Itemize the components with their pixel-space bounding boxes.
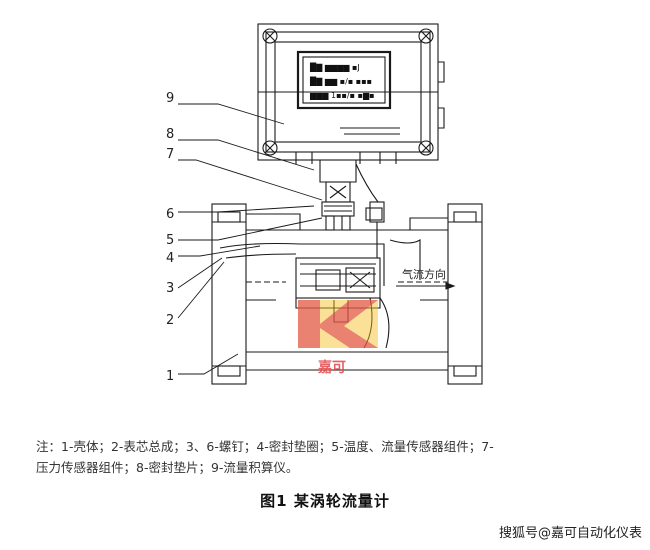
shell-body: [211, 203, 483, 385]
legend-note-line-1: 注：1-壳体；2-表芯总成；3、6-螺钉；4-密封垫圈；5-温度、流量传感器组件…: [36, 439, 494, 454]
callout-5: 5: [166, 233, 174, 248]
callout-3: 3: [166, 281, 174, 296]
legend-note: 注：1-壳体；2-表芯总成；3、6-螺钉；4-密封垫圈；5-温度、流量传感器组件…: [36, 436, 626, 478]
figure-caption: 图1 某涡轮流量计: [260, 492, 390, 510]
flow-totalizer-housing: [257, 23, 445, 164]
legend-note-line-2: 压力传感器组件；8-密封垫片；9-流量积算仪。: [36, 460, 299, 475]
callout-7: 7: [166, 147, 174, 162]
screw-pair: [325, 207, 383, 231]
lcd-row-1: █▇ ▆▆▆▆ ▪J: [309, 62, 360, 72]
callout-6: 6: [166, 207, 174, 222]
leader-lines: [177, 103, 454, 375]
callout-4: 4: [166, 251, 174, 266]
turbine-flowmeter-drawing: █▇ ▆▆▆▆ ▪J █▇ ▆▆ ▪/▪ ▪▪▪ ▆▆▆ 1▪▪/▪ ▪▆▪ 9…: [166, 23, 483, 385]
callout-2: 2: [166, 313, 174, 328]
callout-numbers: 9 8 7 6 5 4 3 2 1: [166, 91, 174, 384]
lcd-row-3: ▆▆▆ 1▪▪/▪ ▪▆▪: [309, 91, 375, 100]
watermark: 搜狐号@嘉可自动化仪表: [498, 526, 642, 541]
brand-logo: 嘉可: [298, 300, 378, 376]
pressure-sensor-neck: [319, 160, 385, 264]
lcd-readouts: █▇ ▆▆▆▆ ▪J █▇ ▆▆ ▪/▪ ▪▪▪ ▆▆▆ 1▪▪/▪ ▪▆▪: [309, 62, 375, 100]
flow-direction-label: 气流方向: [402, 267, 446, 281]
callout-1: 1: [166, 369, 174, 384]
callout-8: 8: [166, 127, 174, 142]
lcd-row-2: █▇ ▆▆ ▪/▪ ▪▪▪: [309, 76, 372, 86]
logo-text: 嘉可: [317, 359, 346, 376]
movement-assembly: [219, 242, 390, 349]
callout-9: 9: [166, 91, 174, 106]
lcd-display: [296, 50, 400, 135]
